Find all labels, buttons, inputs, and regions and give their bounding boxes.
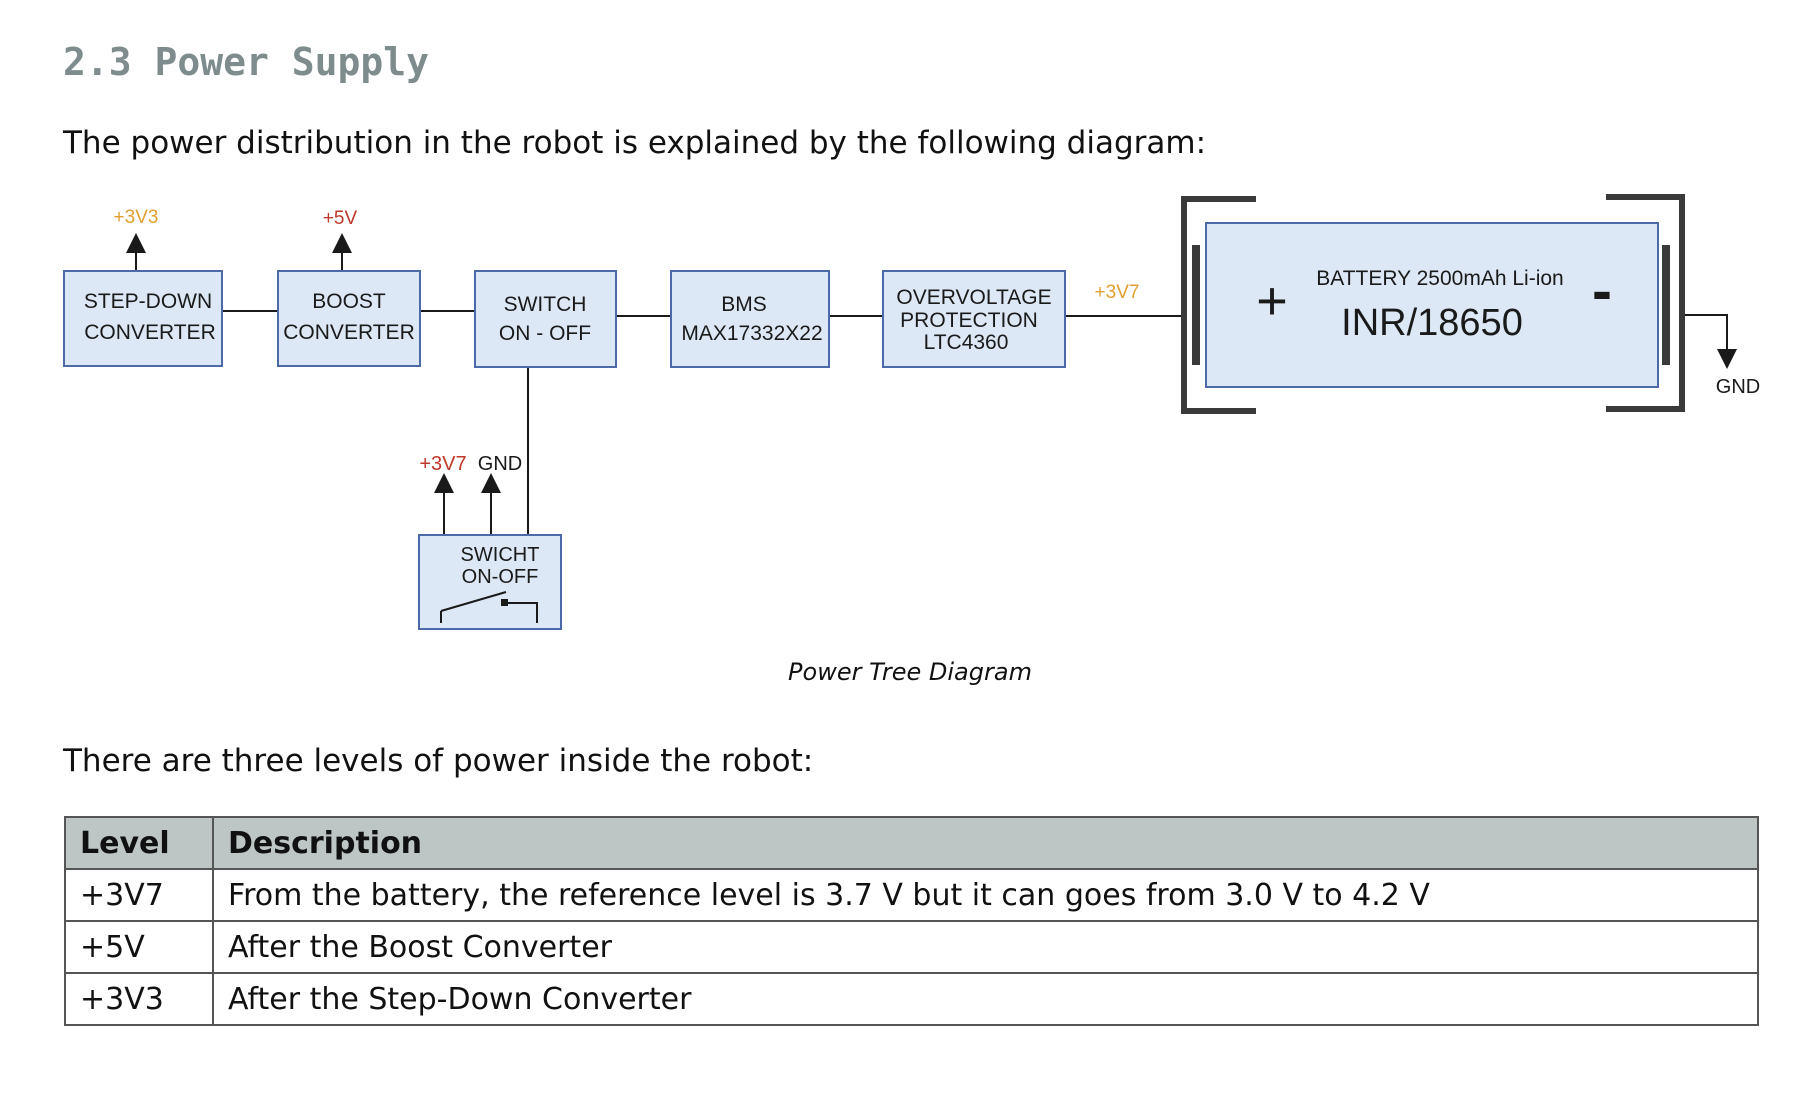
column-header-description: Description <box>212 816 1759 870</box>
boost-line-1: BOOST <box>312 290 386 313</box>
battery-minus-sign: - <box>1592 257 1612 324</box>
wire-battery-gnd <box>1684 314 1737 369</box>
column-header-level: Level <box>64 816 214 870</box>
label-3v3: +3V3 <box>114 207 159 228</box>
bms-line-2: MAX17332X22 <box>681 322 822 345</box>
switch-block: SWITCH ON - OFF <box>474 270 617 368</box>
step-down-converter-block: STEP-DOWN CONVERTER <box>63 270 223 367</box>
label-gnd-right: GND <box>1716 376 1760 398</box>
hardware-switch-line-1: SWICHT <box>461 544 540 566</box>
battery-plus-sign: + <box>1256 271 1288 331</box>
switch-line-1: SWITCH <box>504 293 587 316</box>
battery-holder <box>1181 194 1685 414</box>
intro-paragraph: The power distribution in the robot is e… <box>63 125 1207 161</box>
section-heading: 2.3 Power Supply <box>63 40 430 84</box>
table-header-row: Level Description <box>64 816 1759 870</box>
level-cell: +3V7 <box>64 868 214 922</box>
connection-lines <box>126 233 1737 535</box>
table-row: +3V3 After the Step-Down Converter <box>64 972 1759 1026</box>
diagram-caption: Power Tree Diagram <box>788 658 1032 686</box>
label-5v: +5V <box>323 208 358 229</box>
boost-line-2: CONVERTER <box>283 321 414 344</box>
table-row: +5V After the Boost Converter <box>64 920 1759 974</box>
bms-block: BMS MAX17332X22 <box>670 270 830 368</box>
level-cell: +3V3 <box>64 972 214 1026</box>
boost-converter-block: BOOST CONVERTER <box>277 270 421 367</box>
battery-holder-right <box>1606 194 1685 412</box>
step-down-line-1: STEP-DOWN <box>84 290 212 313</box>
hardware-switch-line-2: ON-OFF <box>462 566 539 588</box>
power-tree-diagram: +3V3 +5V +3V7 +3V7 GND GND STEP-DOWN CON… <box>63 194 1760 630</box>
description-cell: After the Boost Converter <box>212 920 1759 974</box>
table-row: +3V7 From the battery, the reference lev… <box>64 868 1759 922</box>
hardware-switch-block: SWICHT ON-OFF <box>418 534 562 630</box>
label-3v7-switch: +3V7 <box>419 453 466 475</box>
label-3v7-right: +3V7 <box>1095 282 1140 303</box>
overvoltage-protection-block: OVERVOLTAGE PROTECTION LTC4360 <box>882 270 1066 368</box>
description-cell: From the battery, the reference level is… <box>212 868 1759 922</box>
ovp-line-3: LTC4360 <box>924 331 1009 354</box>
switch-symbol-icon <box>440 591 538 623</box>
step-down-line-2: CONVERTER <box>84 321 215 344</box>
battery-block: BATTERY 2500mAh Li-ion INR/18650 + - <box>1205 222 1659 388</box>
label-gnd-switch: GND <box>478 453 522 475</box>
switch-line-2: ON - OFF <box>499 322 591 345</box>
battery-model: INR/18650 <box>1341 302 1523 344</box>
ovp-line-1: OVERVOLTAGE <box>896 286 1051 309</box>
power-levels-table: Level Description +3V7 From the battery,… <box>64 816 1759 1026</box>
battery-holder-left <box>1181 196 1256 414</box>
ovp-line-2: PROTECTION <box>900 309 1038 332</box>
bms-line-1: BMS <box>721 293 767 316</box>
level-cell: +5V <box>64 920 214 974</box>
battery-title: BATTERY 2500mAh Li-ion <box>1316 267 1563 290</box>
description-cell: After the Step-Down Converter <box>212 972 1759 1026</box>
levels-paragraph: There are three levels of power inside t… <box>63 743 814 779</box>
